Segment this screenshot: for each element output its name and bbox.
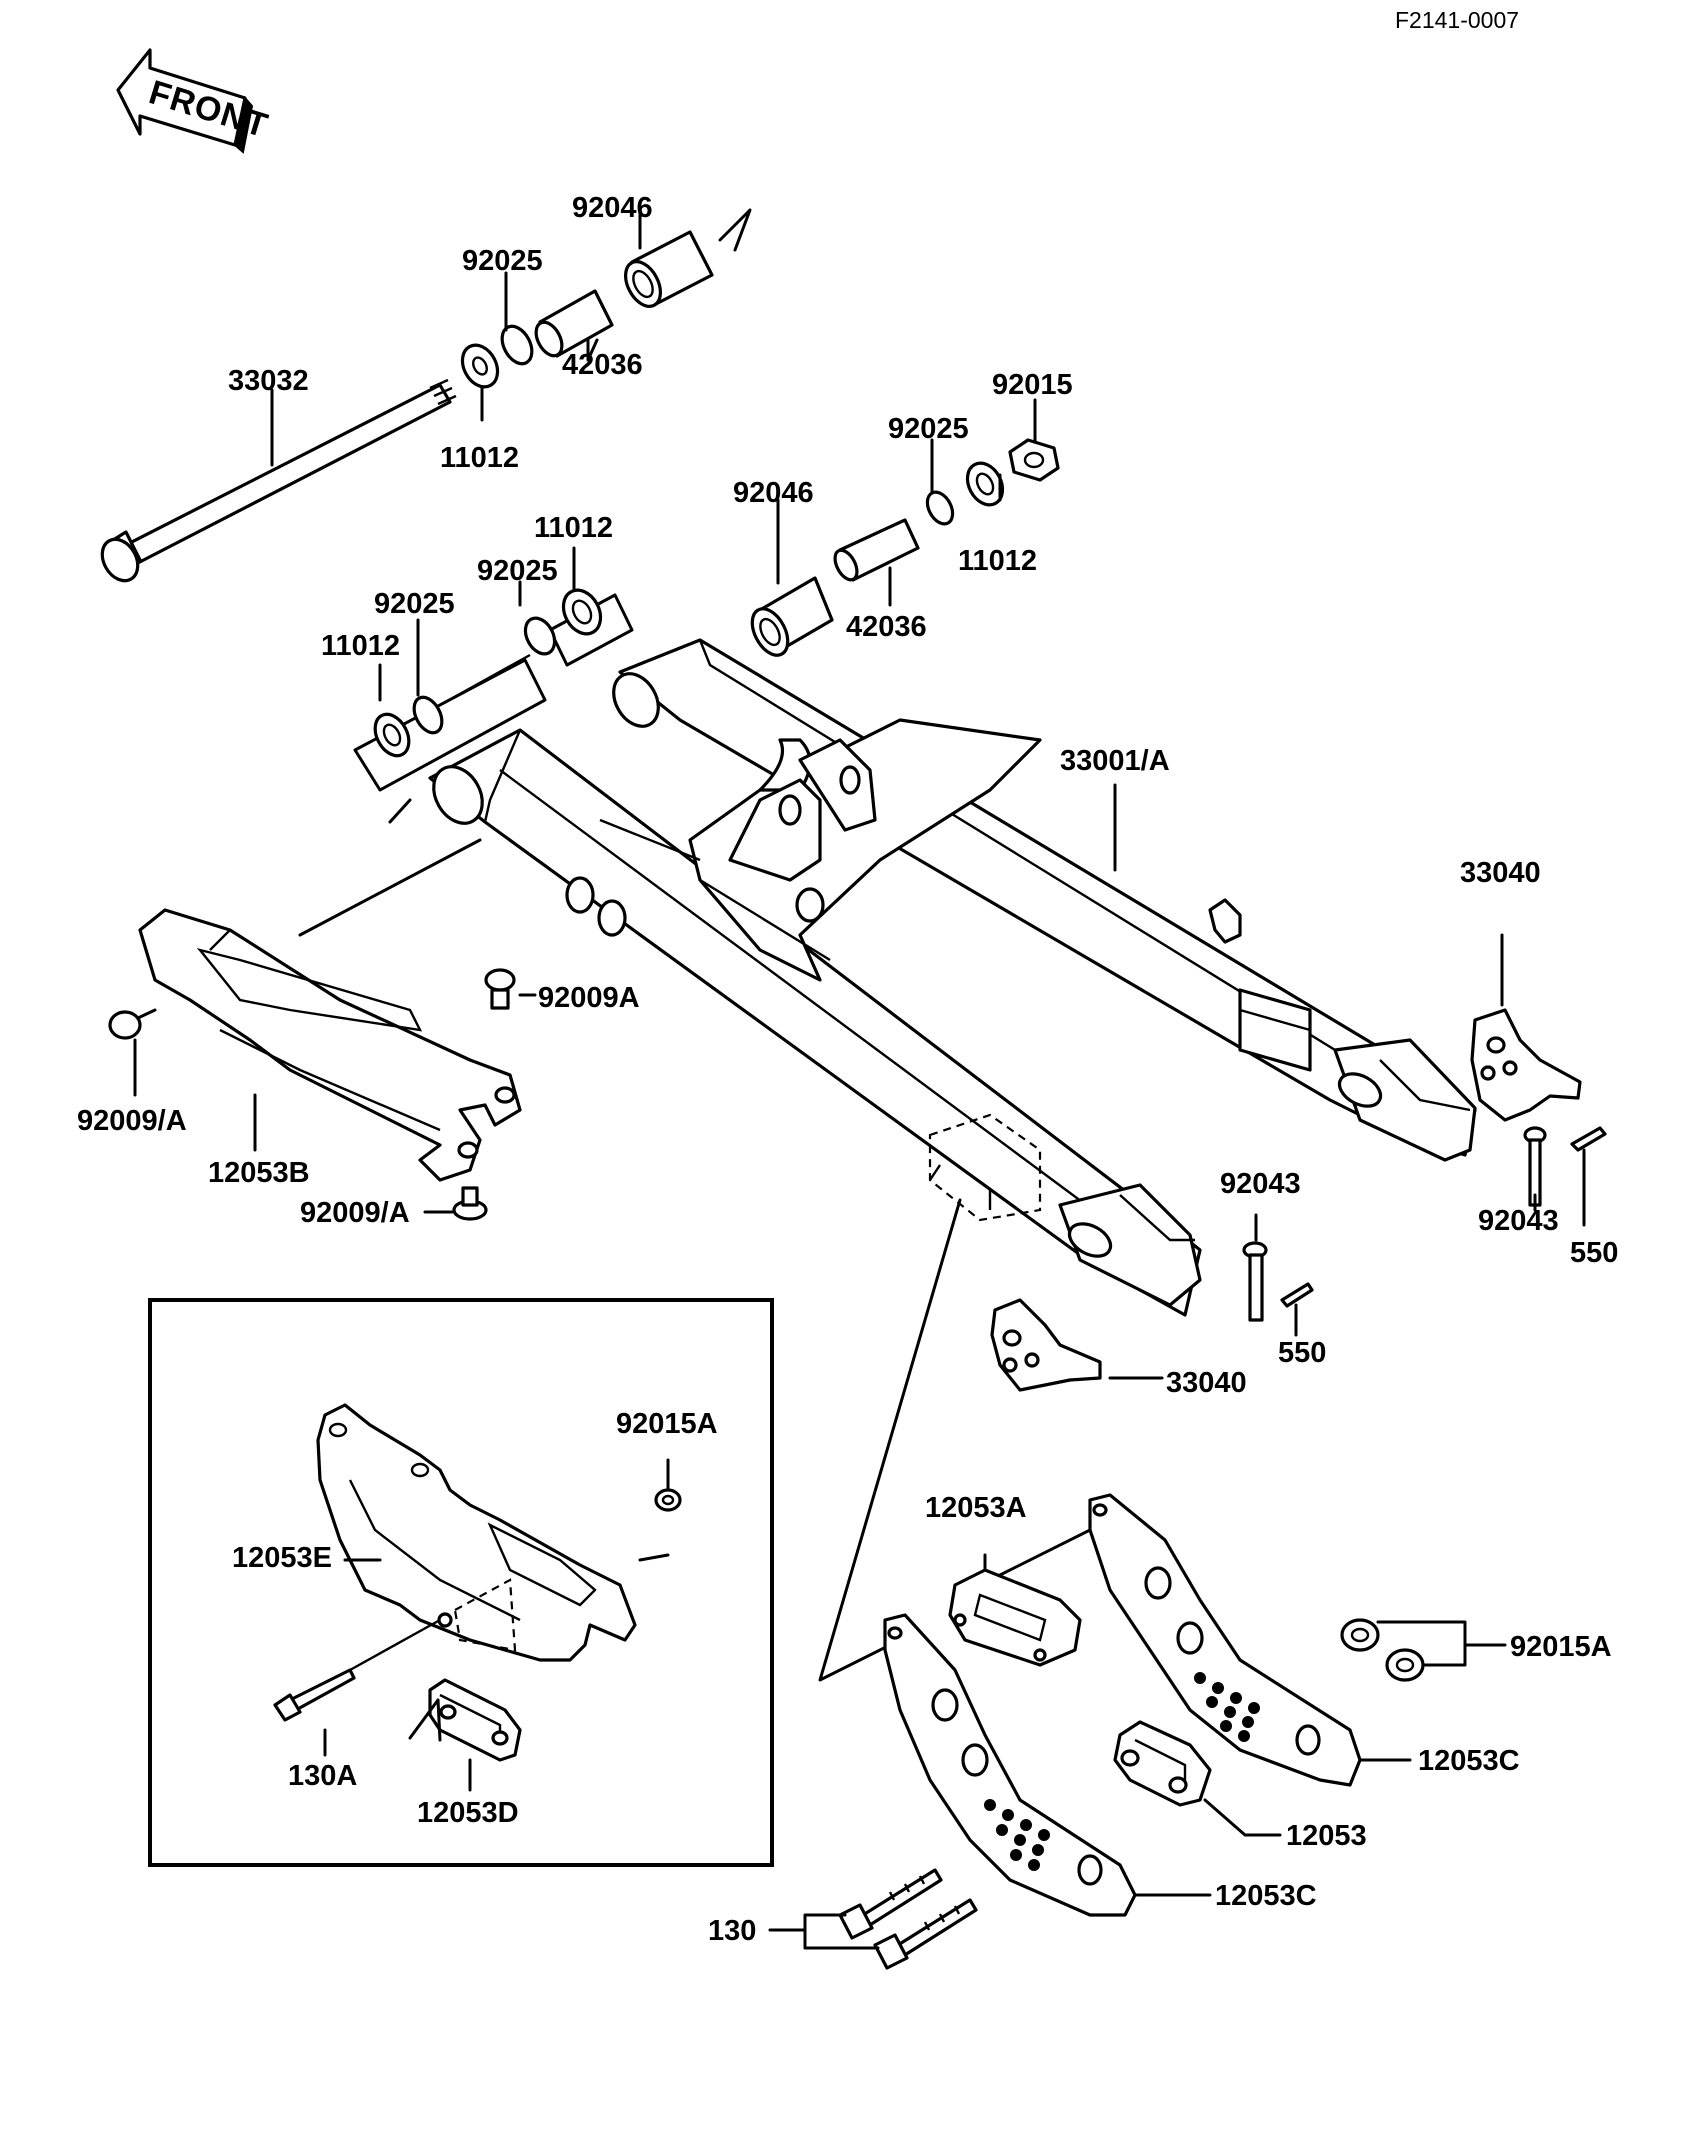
nuts-92015a: [1340, 1618, 1507, 1682]
screw-92009a-top: [484, 968, 537, 1010]
label-92015a-inset: 92015A: [616, 1408, 718, 1440]
label-92025-top: 92025: [462, 245, 543, 277]
top-bearing-stack: [460, 208, 752, 389]
left-bearing-stack: [353, 588, 634, 824]
screw-92009a-left: [108, 1008, 157, 1097]
label-92015: 92015: [992, 369, 1073, 401]
label-12053a: 12053A: [925, 1492, 1027, 1524]
leader-lines: [253, 210, 1117, 1562]
bolts-130: [768, 1868, 978, 1970]
inset-box: [148, 1298, 774, 1867]
label-42036-mid: 42036: [846, 611, 927, 643]
label-92009a-left: 92009/A: [77, 1105, 187, 1137]
pin-92043-mid: [1242, 1213, 1268, 1322]
front-arrow-icon: FRONT: [116, 48, 273, 154]
label-12053c-top: 12053C: [1418, 1745, 1520, 1777]
nut-92015a-inset: [654, 1458, 682, 1512]
part-labels: 92046 92025 42036 33032 11012 92015 9202…: [77, 192, 1618, 1947]
bolt-130a: [273, 1618, 441, 1757]
pivot-shaft-33032: [100, 378, 457, 583]
pad-12053a: [948, 1523, 1102, 1667]
label-12053b: 12053B: [208, 1157, 310, 1189]
label-11012-top: 11012: [440, 442, 519, 474]
label-12053c-bottom: 12053C: [1215, 1880, 1317, 1912]
label-550-mid: 550: [1278, 1337, 1326, 1369]
chain-guide-12053e: [316, 1403, 637, 1662]
label-92009a-bottom: 92009/A: [300, 1197, 410, 1229]
slider-plate-12053c-bottom: [883, 1613, 1212, 1917]
chain-adjuster-33040-right: [1470, 933, 1582, 1122]
cotter-550-right: [1570, 1126, 1607, 1227]
label-92015a: 92015A: [1510, 1631, 1612, 1663]
label-11012-left: 11012: [321, 630, 400, 662]
label-92009a: 92009A: [538, 982, 640, 1014]
label-130: 130: [708, 1915, 756, 1947]
label-92025-left: 92025: [374, 588, 455, 620]
label-92046-top: 92046: [572, 192, 653, 224]
chain-adjuster-33040-mid: [990, 1298, 1164, 1392]
swingarm-33001a: [428, 638, 1477, 1317]
label-92046-mid: 92046: [733, 477, 814, 509]
label-92043-right: 92043: [1478, 1205, 1559, 1237]
label-92025-left2: 92025: [477, 555, 558, 587]
pad-12053d: [408, 1678, 522, 1792]
drawing-code: F2141-0007: [1395, 7, 1519, 33]
right-bearing-stack: [750, 438, 1060, 657]
label-33001a: 33001/A: [1060, 745, 1170, 777]
label-33040-mid: 33040: [1166, 1367, 1247, 1399]
label-42036-top: 42036: [562, 349, 643, 381]
pin-92043-right: [1523, 1126, 1547, 1212]
label-12053d: 12053D: [417, 1797, 519, 1829]
screw-92009a-bottom: [423, 1186, 488, 1221]
pad-12053: [1113, 1720, 1282, 1837]
label-33040-right: 33040: [1460, 857, 1541, 889]
label-12053: 12053: [1286, 1820, 1367, 1852]
label-11012-right: 11012: [958, 545, 1037, 577]
label-12053e: 12053E: [232, 1542, 332, 1574]
label-11012-left2: 11012: [534, 512, 613, 544]
leader-to-pads: [818, 1198, 962, 1682]
label-130a: 130A: [288, 1760, 357, 1792]
label-92043-mid: 92043: [1220, 1168, 1301, 1200]
cotter-550-mid: [1280, 1282, 1314, 1337]
slider-plate-12053c-top: [1088, 1493, 1412, 1787]
label-92025-right: 92025: [888, 413, 969, 445]
chain-slider-12053b: [138, 838, 522, 1182]
label-550-right: 550: [1570, 1237, 1618, 1269]
label-33032: 33032: [228, 365, 309, 397]
